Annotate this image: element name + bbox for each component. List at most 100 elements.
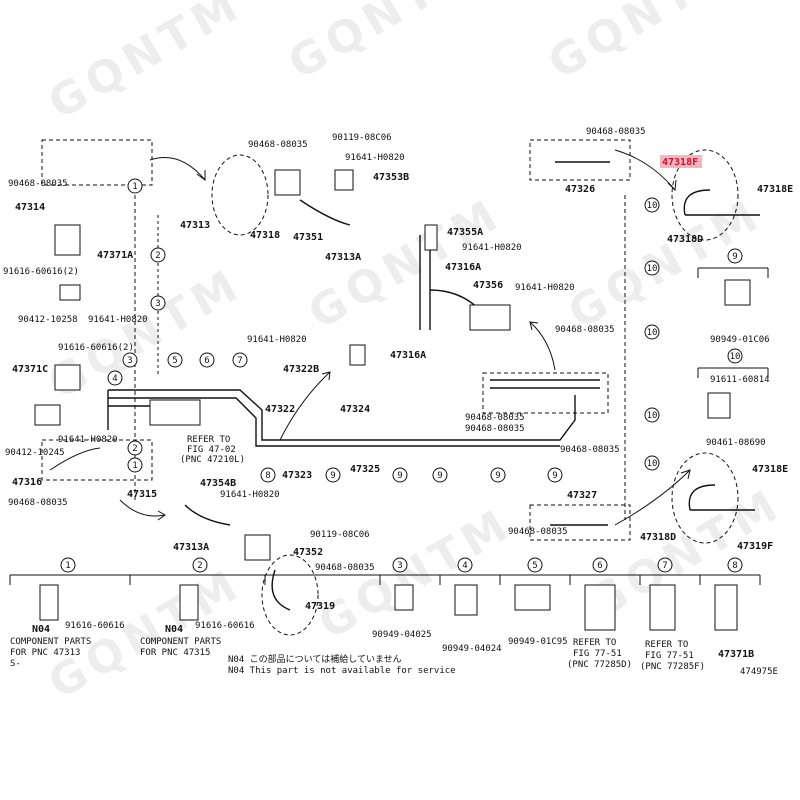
part-label: 47322B (283, 364, 319, 375)
part-90461-08690 (707, 392, 731, 419)
part-47371B (714, 584, 738, 631)
watermark-text-3: GQNTM (540, 0, 751, 90)
detail-box-mid-left (41, 439, 153, 481)
part-label: 47315 (127, 489, 157, 500)
part-label: 90468-08035 (508, 527, 568, 537)
callout-num: 1 (132, 461, 137, 471)
part-label: 90412-10245 (5, 448, 65, 458)
callout-num: 2 (155, 251, 160, 261)
part-90412-10245 (34, 404, 61, 426)
callout-2-strip (192, 557, 208, 573)
line-work (9, 139, 769, 636)
hose-right-bot (688, 484, 716, 511)
part-47313-bracket (39, 584, 59, 621)
part-90949-04025 (394, 584, 414, 611)
callout-num: 9 (330, 471, 335, 481)
part-label: 47318E (757, 184, 793, 195)
part-47315-bracket (179, 584, 199, 621)
callout-10-a (644, 197, 660, 213)
watermark-text-1: GQNTM (40, 0, 251, 130)
callout-num: 9 (732, 252, 737, 262)
callout-4-strip (457, 557, 473, 573)
part-label: 91641-H0820 (88, 315, 148, 325)
callout-num: 10 (647, 411, 658, 421)
callout-num: 5 (532, 561, 537, 571)
callout-4 (107, 370, 123, 386)
strip-part-label: 91616-60616 (65, 621, 125, 631)
part-label: 47314 (15, 202, 45, 213)
strip-refer: (PNC 77285F) (640, 662, 705, 672)
part-label: 91641-H0820 (515, 283, 575, 293)
service-note-en: N04 This part is not available for servi… (228, 666, 456, 676)
callout-9-c (432, 467, 448, 483)
watermark-text-7: GQNTM (40, 558, 251, 709)
part-label: 47318E (752, 464, 788, 475)
strip-refer: FIG 77-51 (645, 651, 694, 661)
callout-num: 6 (204, 356, 209, 366)
strip-refer: FIG 77-51 (573, 649, 622, 659)
callout-num: 4 (462, 561, 467, 571)
main-tube-1 (108, 389, 576, 441)
callout-num: 9 (495, 471, 500, 481)
part-label: 47316 (12, 477, 42, 488)
part-label: 90468-08035 (465, 424, 525, 434)
part-label: 90468-08035 (248, 140, 308, 150)
callout-7 (232, 352, 248, 368)
callout-num: 7 (237, 356, 242, 366)
strip-part-label: 90949-04024 (442, 644, 502, 654)
callout-3-b (122, 352, 138, 368)
part-label: 90119-08C06 (332, 133, 392, 143)
part-47353B (334, 169, 354, 191)
callout-3-strip (392, 557, 408, 573)
part-label: 90468-08035 (465, 413, 525, 423)
part-label: 90468-08035 (8, 498, 68, 508)
part-label: 47313A (325, 252, 361, 263)
part-label: 47323 (282, 470, 312, 481)
callout-num: 1 (132, 182, 137, 192)
part-77285F (649, 584, 676, 631)
strip-note: FOR PNC 47313 (10, 648, 80, 658)
callout-num: 10 (647, 328, 658, 338)
callout-num: 3 (155, 299, 160, 309)
callout-num: 3 (397, 561, 402, 571)
arrowhead-47356 (529, 321, 539, 331)
strip-refer: (PNC 77285D) (567, 660, 632, 670)
strip-part-label: 90949-01C95 (508, 637, 568, 647)
strip-n04-1: N04 (32, 624, 50, 635)
callout-7-strip (657, 557, 673, 573)
service-note-jp: N04 この部品については補給していません (228, 653, 402, 665)
callout-10-e (644, 455, 660, 471)
part-label: 47324 (340, 404, 370, 415)
hose-47313A-top (299, 199, 351, 226)
arrow-to-right-bot-lens (614, 469, 691, 526)
part-label: 90468-08035 (560, 445, 620, 455)
part-90412-10258 (59, 284, 81, 301)
arrow-to-47322B (279, 371, 331, 441)
part-label: 91641-H0820 (462, 243, 522, 253)
detail-box-top-right (529, 139, 631, 181)
callouts (60, 178, 743, 573)
callout-num: 4 (112, 374, 117, 384)
part-label: 47318 (250, 230, 280, 241)
callout-10-c (644, 324, 660, 340)
detail-box-top-left (41, 139, 153, 186)
callout-5 (167, 352, 183, 368)
lens-ellipse-right-bot (671, 452, 739, 544)
bottom-strip-labels: N04 91616-60616 COMPONENT PARTS FOR PNC … (10, 621, 778, 677)
detail-box-center (482, 372, 609, 414)
callout-9-b (392, 467, 408, 483)
callout-10-box (727, 348, 743, 364)
strip-note: S- (10, 659, 21, 669)
part-label: 47318D (667, 234, 703, 245)
part-47322B (349, 344, 366, 366)
callout-num: 10 (647, 201, 658, 211)
arrow-to-47356 (529, 321, 556, 371)
watermark-text-6: GQNTM (560, 188, 771, 339)
arrow-to-47315-box (49, 447, 101, 471)
part-47351 (274, 169, 301, 196)
callout-8-strip (727, 557, 743, 573)
callout-3-a (150, 295, 166, 311)
refer-line-2: FIG 47-02 (187, 445, 236, 455)
strip-part-label: 47371B (718, 649, 754, 660)
